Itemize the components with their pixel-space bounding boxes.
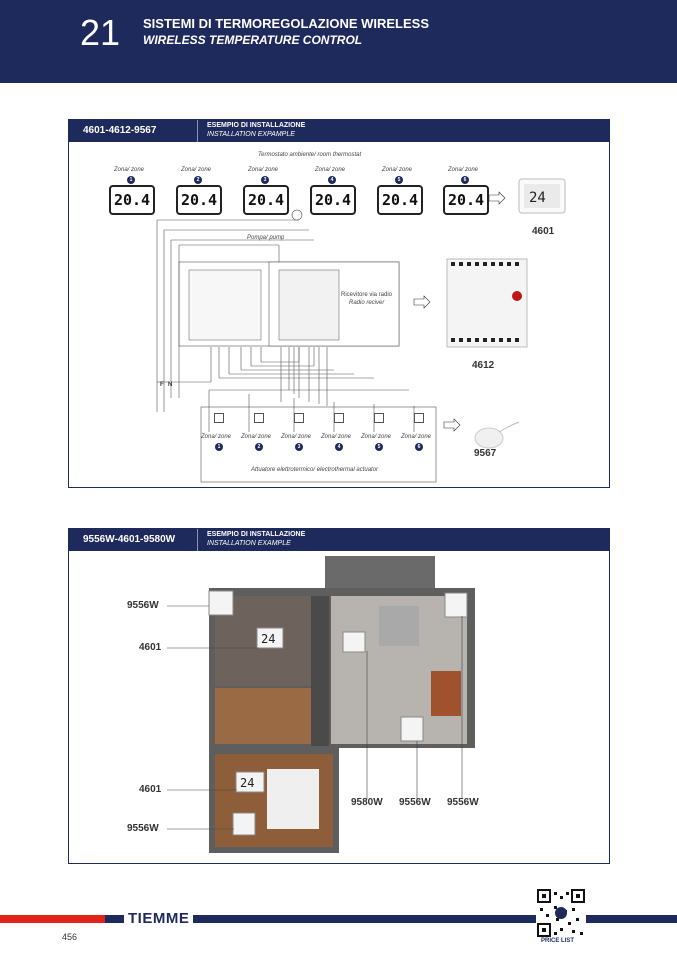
zone-label: Zona/ zone xyxy=(382,167,413,173)
zone-label: Zona/ zone xyxy=(201,434,232,440)
installation-panel-2: 9556W-4601-9580W ESEMPIO DI INSTALLAZION… xyxy=(68,528,610,864)
qr-code-icon[interactable] xyxy=(536,888,586,938)
price-list-label: PRICE LIST xyxy=(541,938,575,944)
callout-9556w-bottom: 9556W xyxy=(127,823,159,834)
panel-2-header: 9556W-4601-9580W ESEMPIO DI INSTALLAZION… xyxy=(69,529,609,551)
zone-number-badge: 4 xyxy=(328,176,336,184)
zone-number-badge: 6 xyxy=(461,176,469,184)
zone-label: Zona/ zone xyxy=(241,434,272,440)
panel-1-heading: ESEMPIO DI INSTALLAZIONE xyxy=(207,122,306,129)
panel-1-code: 4601-4612-9567 xyxy=(83,125,157,136)
zone-number-badge: 2 xyxy=(255,443,263,451)
callout-9556w-right: 9556W xyxy=(447,797,479,808)
zone-label: Zona/ zone xyxy=(321,434,352,440)
zone-number-badge: 1 xyxy=(215,443,223,451)
zone-number-badge: 3 xyxy=(261,176,269,184)
wiring-diagram: F N 24 xyxy=(156,178,566,483)
zone-label: Zona/ zone xyxy=(401,434,432,440)
pump-label: Pompa/ pump xyxy=(247,235,285,241)
callout-9580w: 9580W xyxy=(351,797,383,808)
zone-number-badge: 1 xyxy=(127,176,135,184)
chapter-subtitle: WIRELESS TEMPERATURE CONTROL xyxy=(143,33,363,47)
chapter-title: SISTEMI DI TERMOREGOLAZIONE WIRELESS xyxy=(143,16,430,31)
floor-plan: 24 24 xyxy=(167,556,475,853)
zone-thermostat: 20.4 xyxy=(243,185,289,215)
receiver-label-en: Radio reciver xyxy=(349,300,385,306)
zone-number-badge: 5 xyxy=(395,176,403,184)
zone-number-badge: 4 xyxy=(335,443,343,451)
zone-number-badge: 3 xyxy=(295,443,303,451)
zone-label: Zona/ zone xyxy=(248,167,279,173)
zone-label: Zona/ zone xyxy=(315,167,346,173)
zone-label: Zona/ zone xyxy=(281,434,312,440)
product-4601-label: 4601 xyxy=(532,226,555,237)
phase-f-label: F xyxy=(160,382,164,388)
device-4612-image xyxy=(446,258,528,348)
installation-panel-1: 4601-4612-9567 ESEMPIO DI INSTALLAZIONE … xyxy=(68,119,610,488)
panel-1-header: 4601-4612-9567 ESEMPIO DI INSTALLAZIONE … xyxy=(69,120,609,142)
callout-9556w-center: 9556W xyxy=(399,797,431,808)
zone-thermostat: 20.4 xyxy=(176,185,222,215)
phase-n-label: N xyxy=(168,382,172,388)
zone-number-badge: 6 xyxy=(415,443,423,451)
zone-label: Zona/ zone xyxy=(114,167,145,173)
chapter-number: 21 xyxy=(80,12,121,53)
footer-accent xyxy=(0,915,105,923)
zone-actuator xyxy=(254,413,264,423)
product-9567-label: 9567 xyxy=(474,448,497,459)
device-9567-image xyxy=(474,427,504,449)
thermostat-label: Termostato ambiente/ room thermostat xyxy=(258,152,362,158)
svg-text:24: 24 xyxy=(529,190,546,206)
product-4612-label: 4612 xyxy=(472,360,495,371)
callout-4601-bottom: 4601 xyxy=(139,784,162,795)
svg-text:24: 24 xyxy=(261,632,275,646)
zone-thermostat: 20.4 xyxy=(377,185,423,215)
svg-text:24: 24 xyxy=(240,776,254,790)
panel-2-heading: ESEMPIO DI INSTALLAZIONE xyxy=(207,531,306,538)
zone-actuator xyxy=(214,413,224,423)
receiver-label-it: Ricevitore via radio xyxy=(341,292,393,298)
panel-2-subheading: INSTALLATION EXAMPLE xyxy=(207,540,291,547)
actuator-label: Attuatore elettrotermico/ electrothermal… xyxy=(251,467,379,473)
zone-label: Zona/ zone xyxy=(448,167,479,173)
zone-actuator xyxy=(414,413,424,423)
callout-4601-top: 4601 xyxy=(139,642,162,653)
zone-actuator xyxy=(374,413,384,423)
zone-actuator xyxy=(294,413,304,423)
chapter-header xyxy=(0,0,677,83)
panel-2-code: 9556W-4601-9580W xyxy=(83,534,176,545)
zone-thermostat: 20.4 xyxy=(109,185,155,215)
zone-label: Zona/ zone xyxy=(361,434,392,440)
footer-bar xyxy=(0,915,677,923)
zone-actuator xyxy=(334,413,344,423)
zone-thermostat: 20.4 xyxy=(443,185,489,215)
zone-number-badge: 2 xyxy=(194,176,202,184)
panel-1-subheading: INSTALLATION EXPAMPLE xyxy=(207,131,295,138)
callout-9556w-top: 9556W xyxy=(127,600,159,611)
zone-number-badge: 5 xyxy=(375,443,383,451)
page-number: 456 xyxy=(62,932,78,942)
zone-label: Zona/ zone xyxy=(181,167,212,173)
zone-thermostat: 20.4 xyxy=(310,185,356,215)
brand-logo: TIEMME xyxy=(124,910,194,927)
